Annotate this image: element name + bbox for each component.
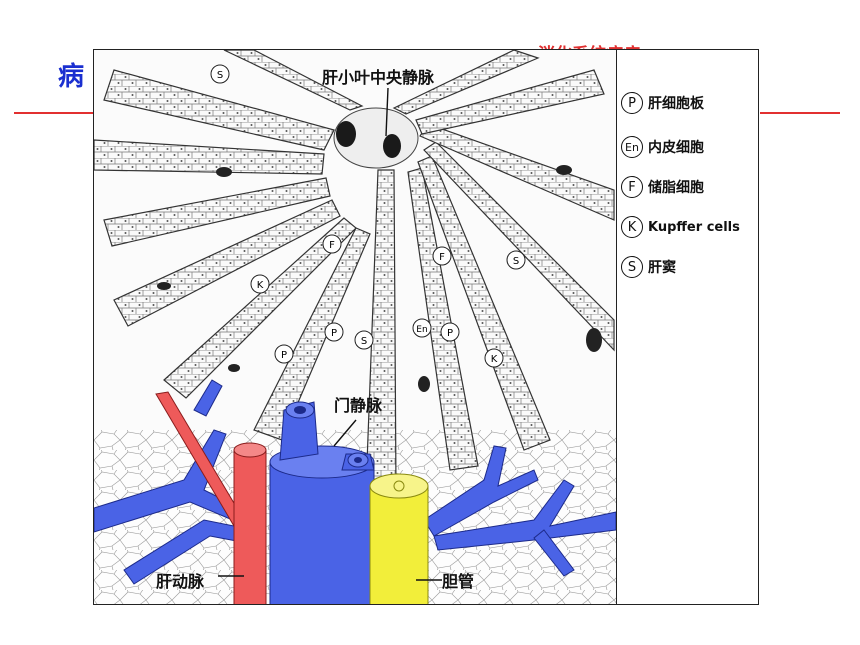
legend-label: 内皮细胞 (648, 140, 704, 156)
title-rule-left (14, 112, 94, 114)
label-pointers (218, 87, 442, 581)
svg-text:P: P (281, 350, 287, 361)
legend-item: En 内皮细胞 (621, 134, 704, 160)
dark-cells (157, 165, 602, 392)
svg-text:S: S (513, 256, 519, 267)
legend-label: 肝细胞板 (648, 96, 704, 112)
legend-symbol: S (621, 256, 643, 278)
legend-label: 储脂细胞 (648, 180, 704, 196)
legend-symbol: En (621, 136, 643, 158)
legend-item: K Kupffer cells (621, 214, 740, 240)
cell-marker: P (324, 322, 344, 342)
hepatic-artery-label: 肝动脉 (156, 572, 205, 591)
portal-vein-branches (94, 379, 616, 585)
legend-label: 肝窦 (648, 260, 676, 276)
svg-text:K: K (257, 280, 264, 291)
legend-item: P 肝细胞板 (621, 90, 704, 116)
cell-marker: P (440, 322, 460, 342)
cell-marker: K (484, 348, 504, 368)
bile-duct (369, 473, 429, 604)
cell-marker: F (432, 246, 452, 266)
hepatic-artery (155, 391, 267, 604)
portal-vein-label: 门静脉 (334, 396, 383, 415)
cell-marker: P (274, 344, 294, 364)
liver-lobule-illustration: S F F S K P S En P P K (94, 50, 616, 604)
cell-marker: K (250, 274, 270, 294)
title-rule-right (760, 112, 840, 114)
bile-duct-label: 胆管 (442, 572, 475, 591)
svg-text:F: F (329, 240, 335, 251)
central-vein-label: 肝小叶中央静脉 (322, 68, 435, 87)
cell-marker: En (412, 318, 432, 338)
legend-symbol: F (621, 176, 643, 198)
svg-text:K: K (491, 354, 498, 365)
cell-marker: F (322, 234, 342, 254)
central-vein (333, 107, 419, 169)
cell-marker: S (210, 64, 230, 84)
liver-lobule-figure: S F F S K P S En P P K (93, 49, 759, 605)
svg-text:F: F (439, 252, 445, 263)
legend-label: Kupffer cells (648, 219, 740, 235)
svg-text:S: S (217, 70, 223, 81)
portal-vein-trunk (269, 401, 375, 604)
legend: P 肝细胞板 En 内皮细胞 F 储脂细胞 K Kupffer cells S … (616, 50, 758, 604)
svg-text:P: P (447, 328, 453, 339)
svg-text:P: P (331, 328, 337, 339)
legend-item: S 肝窦 (621, 254, 676, 280)
cell-marker: S (354, 330, 374, 350)
slide-title: 病 (58, 62, 85, 92)
cell-marker: S (506, 250, 526, 270)
legend-symbol: P (621, 92, 643, 114)
svg-text:S: S (361, 336, 367, 347)
legend-symbol: K (621, 216, 643, 238)
svg-text:En: En (416, 325, 427, 335)
cell-markers: S F F S K P S En P P K (210, 64, 526, 368)
hepatic-cords (94, 50, 615, 491)
legend-item: F 储脂细胞 (621, 174, 704, 200)
